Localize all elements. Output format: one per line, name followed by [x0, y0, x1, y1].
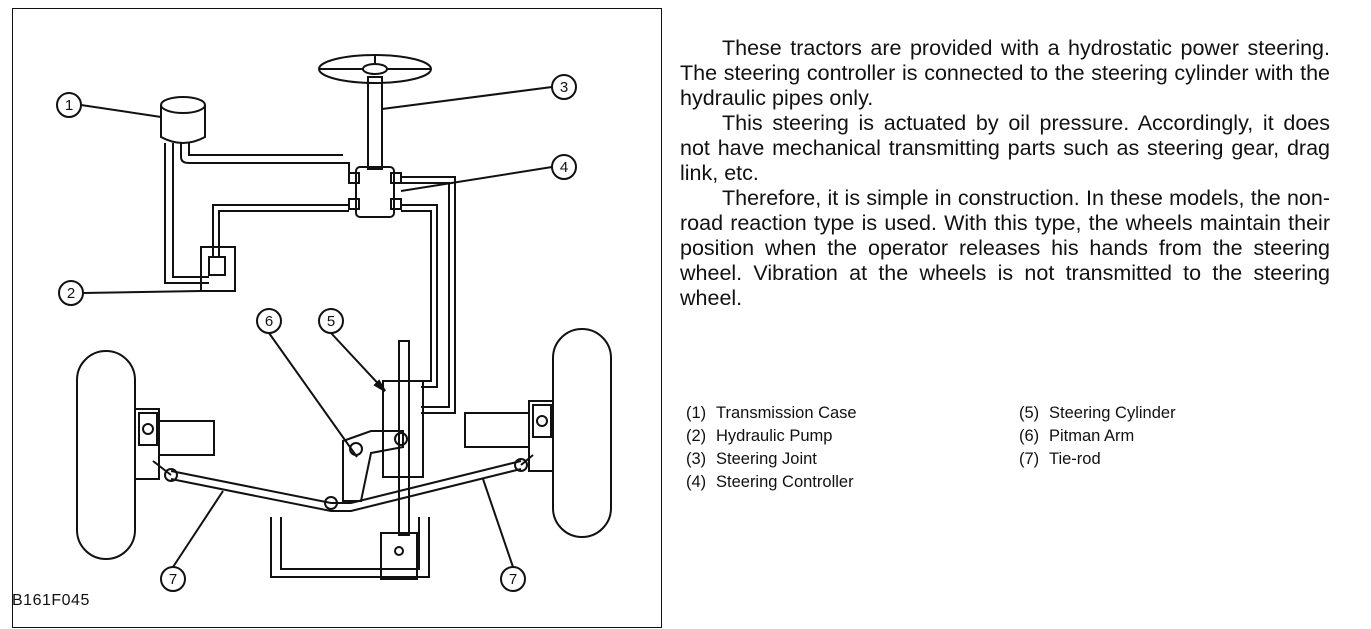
- callout-6: 6: [265, 313, 273, 330]
- parts-legend: (1)Transmission Case (5)Steering Cylinde…: [686, 403, 1336, 492]
- tie-rod: [170, 460, 522, 504]
- callout-2: 2: [67, 285, 75, 302]
- legend-item: (5)Steering Cylinder: [1019, 404, 1176, 422]
- steering-diagram-drawing: 1 2 3 4 5 6 7 7: [56, 54, 612, 592]
- pitman-arm: [342, 430, 404, 502]
- legend-label: Hydraulic Pump: [716, 427, 833, 445]
- legend-item: (2)Hydraulic Pump: [686, 427, 833, 445]
- figure-code: B161F045: [12, 592, 90, 609]
- legend-item: (4)Steering Controller: [686, 473, 854, 491]
- left-wheel: [76, 350, 136, 560]
- legend-item: (1)Transmission Case: [686, 404, 857, 422]
- description-text: These tractors are provided with a hydro…: [680, 36, 1330, 311]
- legend-item: (6)Pitman Arm: [1019, 427, 1135, 445]
- legend-label: Tie-rod: [1049, 450, 1101, 468]
- steering-cylinder: [382, 380, 424, 478]
- transmission-case: [160, 96, 206, 114]
- paragraph-3: Therefore, it is simple in construction.…: [680, 186, 1330, 310]
- legend-item: (3)Steering Joint: [686, 450, 817, 468]
- callout-4: 4: [560, 159, 568, 176]
- legend-label: Transmission Case: [716, 404, 857, 422]
- steering-controller: [355, 166, 395, 218]
- legend-item: (7)Tie-rod: [1019, 450, 1101, 468]
- paragraph-1: These tractors are provided with a hydro…: [680, 36, 1330, 110]
- callout-1: 1: [65, 97, 73, 114]
- steering-diagram: 1 2 3 4 5 6 7 7: [12, 8, 662, 628]
- callout-3: 3: [560, 79, 568, 96]
- legend-label: Steering Joint: [716, 450, 817, 468]
- callout-7-left: 7: [169, 571, 177, 588]
- legend-label: Steering Cylinder: [1049, 404, 1176, 422]
- right-wheel: [552, 328, 612, 538]
- legend-label: Steering Controller: [716, 473, 854, 491]
- callout-7-right: 7: [509, 571, 517, 588]
- callout-5: 5: [327, 313, 335, 330]
- steering-column: [367, 76, 383, 170]
- paragraph-2: This steering is actuated by oil pressur…: [680, 111, 1330, 185]
- legend-label: Pitman Arm: [1049, 427, 1135, 445]
